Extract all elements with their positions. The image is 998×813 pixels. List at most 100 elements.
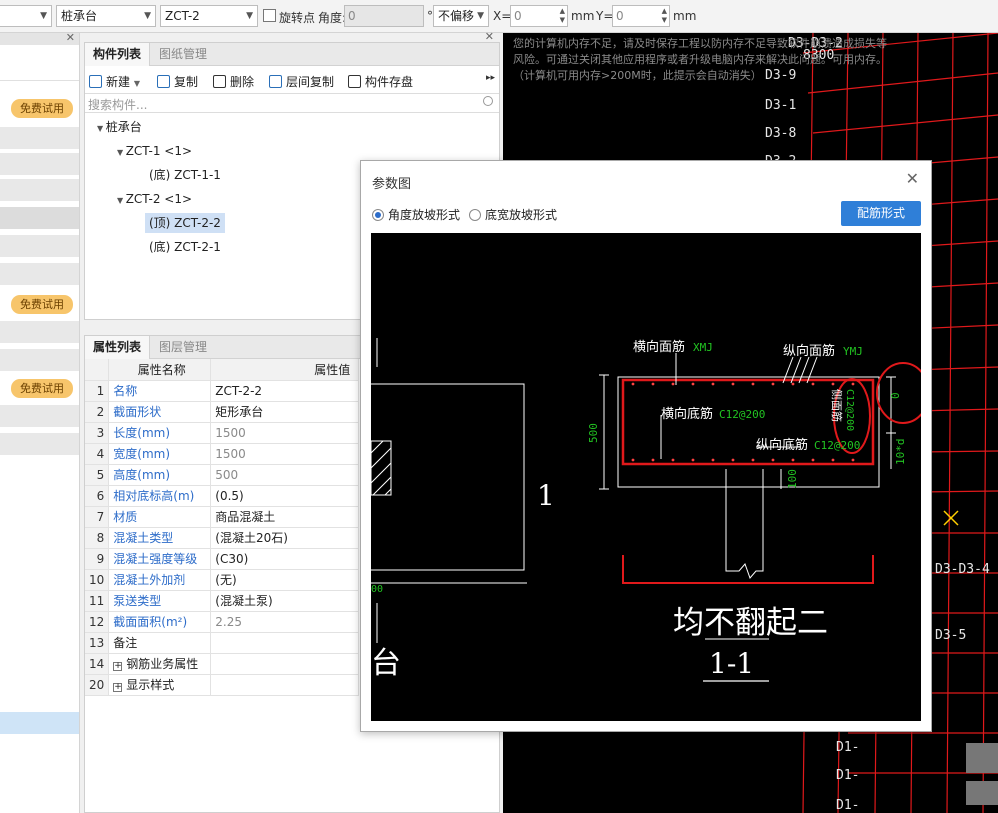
nav-row[interactable] [0,153,79,175]
nav-row[interactable] [0,405,79,427]
more-icon[interactable]: ▸▸ [485,73,495,83]
expand-icon[interactable]: + [113,661,123,671]
free-trial-badge[interactable]: 免费试用 [11,99,73,118]
parameter-drawing-canvas[interactable]: 1 台 00 [371,233,921,721]
code-top-transverse: XMJ [693,341,713,354]
y-input[interactable]: 0▲▼ [612,5,670,27]
table-row-expandable[interactable]: 14+钢筋业务属性 [85,653,360,675]
chevron-down-icon: ▼ [477,11,484,21]
tree-group-zct2[interactable]: ▼ ZCT-2 <1> [117,192,193,206]
section-label: 1-1 [709,647,754,680]
layer-combo[interactable]: ▼ [0,5,52,27]
cad-labels: D3-D3-2 8300 D3-9 D3-1 D3-8 D3-2 D3-D3-4… [765,36,990,813]
navigation-strip: ✕ 免费试用 免费试用 免费试用 [0,31,80,813]
nav-row[interactable] [0,349,79,371]
offset-combo[interactable]: 不偏移▼ [433,5,489,27]
tab-component-list[interactable]: 构件列表 [85,43,151,66]
search-input[interactable]: 搜索构件... [88,98,148,112]
floor-copy-button[interactable]: 层间复制 [269,73,334,91]
close-icon[interactable]: ✕ [484,30,494,43]
label-bottom-transverse: 横向底筋 [661,406,713,422]
table-header: 属性名称 属性值 [85,359,360,381]
radio-unchecked-icon[interactable] [469,209,481,221]
tree-item-zct-2-2-selected[interactable]: (顶) ZCT-2-2 [145,213,225,233]
nav-row[interactable] [0,321,79,343]
nav-row-selected[interactable] [0,712,79,734]
component-name-combo[interactable]: ZCT-2▼ [160,5,258,27]
search-icon[interactable] [483,96,493,106]
nav-row[interactable] [0,127,79,149]
rebar-dots [631,382,855,462]
close-icon[interactable]: ✕ [65,31,75,44]
rotate-point-checkbox[interactable] [263,9,276,22]
floor-copy-icon [269,75,282,88]
free-trial-badge[interactable]: 免费试用 [11,295,73,314]
angle-label: 角度: [318,11,347,25]
search-box[interactable]: 搜索构件... [85,93,499,113]
cad-label: D1- [836,740,859,755]
expand-icon[interactable]: + [113,682,123,692]
cross-marker-icon [943,510,959,526]
column-header-name: 属性名称 [108,359,212,381]
x-input[interactable]: 0▲▼ [510,5,568,27]
highlight-ellipse [876,362,921,424]
nav-row[interactable] [0,59,79,81]
delete-button[interactable]: 删除 [213,73,254,91]
copy-button[interactable]: 复制 [157,73,198,91]
code-bottom-transverse: C12@200 [719,408,765,421]
tab-property-list[interactable]: 属性列表 [85,336,151,359]
nav-row[interactable] [0,235,79,257]
chevron-down-icon: ▼ [246,11,253,21]
new-button[interactable]: 新建 ▼ [89,73,140,91]
dim-height: 500 [587,423,600,443]
table-row-expandable[interactable]: 20+显示样式 [85,674,360,696]
spin-arrows-icon[interactable]: ▲▼ [661,7,667,24]
strip-header: ✕ [0,31,79,45]
footing-outline [599,374,896,640]
nav-row[interactable] [0,179,79,201]
caption-bracket [622,555,874,584]
nav-row[interactable] [0,263,79,285]
option-angle-slope[interactable]: 角度放坡形式 [372,206,460,223]
close-icon[interactable]: ✕ [905,169,919,188]
tab-drawing-management[interactable]: 图纸管理 [159,47,208,61]
save-component-button[interactable]: 构件存盘 [348,73,413,91]
component-type-combo[interactable]: 桩承台▼ [56,5,156,27]
x-label: X= [493,9,512,23]
spin-arrows-icon[interactable]: ▲▼ [559,7,565,24]
tab-layer-management[interactable]: 图层管理 [159,340,208,354]
tree-item-zct-2-1[interactable]: (底) ZCT-2-1 [149,240,221,254]
rebar-form-button[interactable]: 配筋形式 [841,201,921,226]
memory-warning: 您的计算机内存不足，请及时保存工程以防内存不足导致软件崩溃造成损失等风险。可通过… [513,37,887,82]
radio-checked-icon[interactable] [372,209,384,221]
tree-root[interactable]: ▼ 桩承台 [97,120,142,134]
tree-group-zct1[interactable]: ▼ ZCT-1 <1> [117,144,193,158]
highlight-ellipse [833,378,871,454]
label-top-longitudinal: 纵向面筋 [783,343,835,359]
parameter-dialog: 参数图 ✕ 角度放坡形式 底宽放坡形式 配筋形式 1 台 00 [360,160,932,732]
save-icon [348,75,361,88]
tree-item-zct-1-1[interactable]: (底) ZCT-1-1 [149,168,221,182]
free-trial-badge[interactable]: 免费试用 [11,379,73,398]
nav-row[interactable] [0,207,79,229]
option-bottom-width-slope[interactable]: 底宽放坡形式 [469,206,557,223]
nav-row[interactable] [0,433,79,455]
leader-lines [660,353,818,459]
caption-text: 均不翻起二 [673,605,828,641]
section-drawing: 1 台 00 [371,338,921,682]
angle-input[interactable]: 0 [344,5,424,27]
